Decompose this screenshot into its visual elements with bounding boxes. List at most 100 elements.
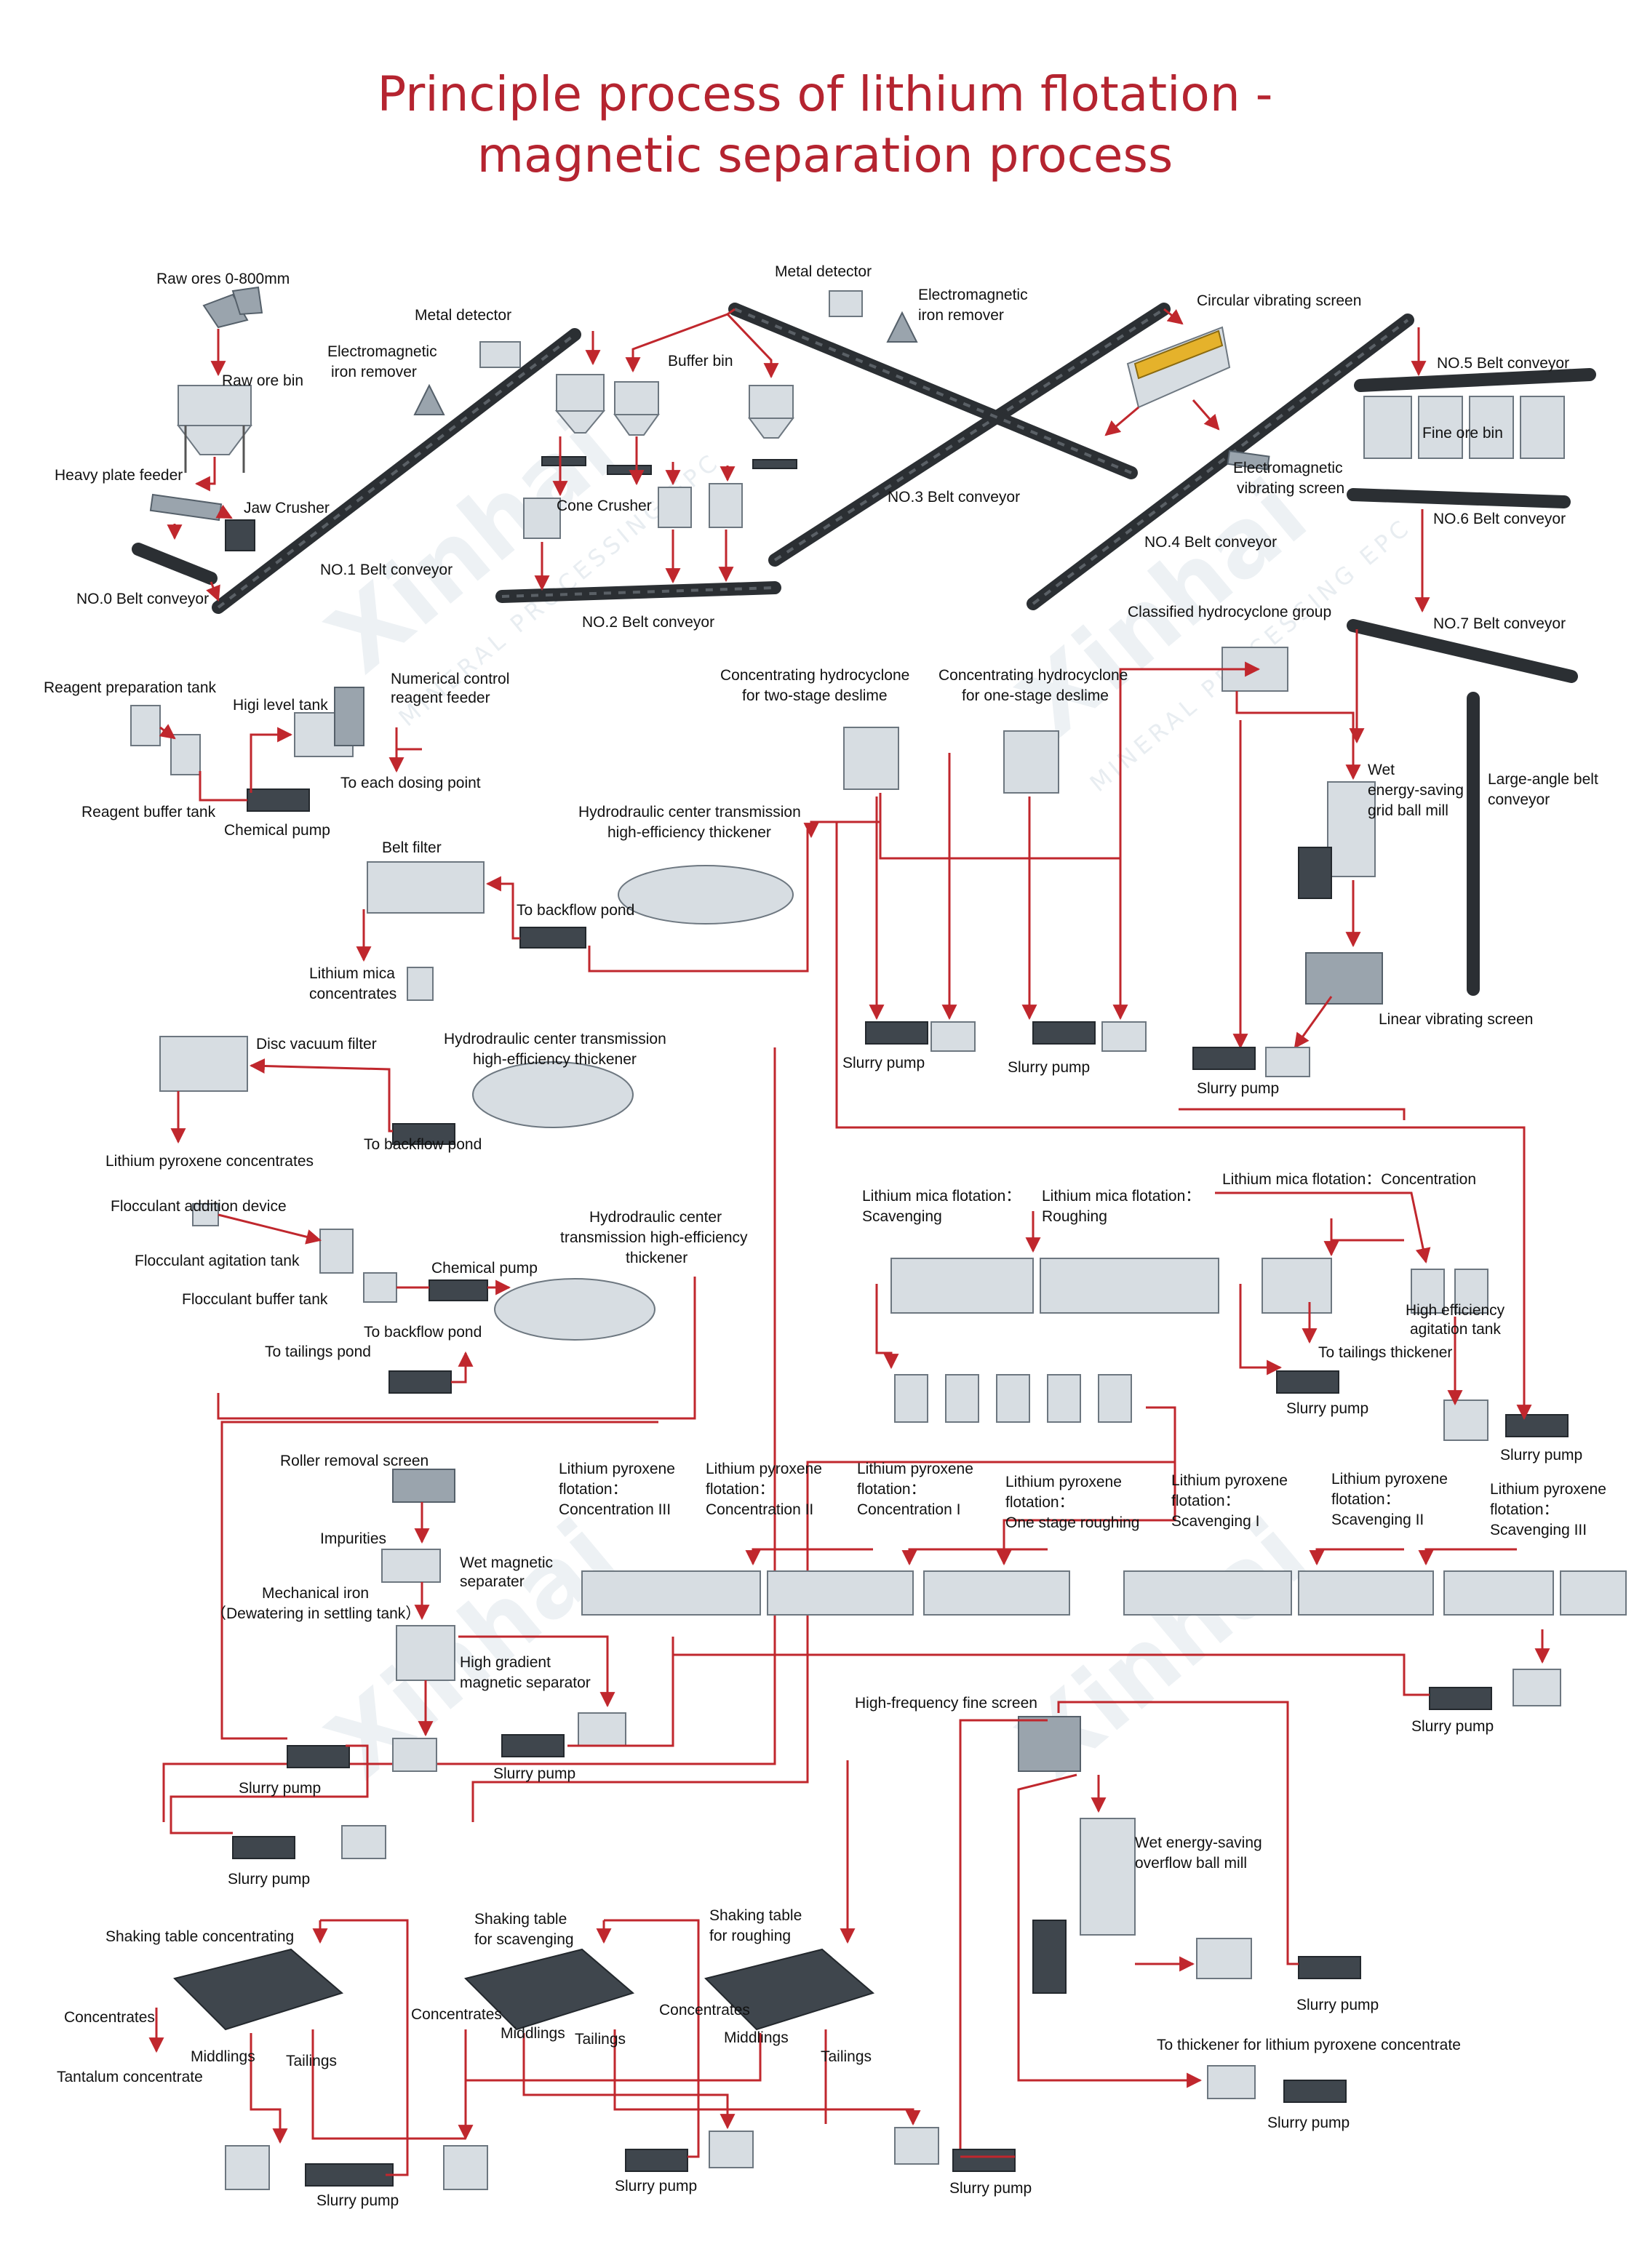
label-mech-iron-b: （Dewatering in settling tank）	[211, 1605, 421, 1622]
label-no0-belt: NO.0 Belt conveyor	[76, 591, 209, 607]
label-no6-belt: NO.6 Belt conveyor	[1433, 511, 1566, 527]
chemical-pump-2	[429, 1279, 488, 1301]
label-py-r-c: One stage roughing	[1005, 1514, 1139, 1531]
slurry-tank-8	[341, 1825, 386, 1859]
label-backflow-2: To backflow pond	[364, 1136, 482, 1153]
label-py-c3-c: Concentration III	[559, 1501, 671, 1518]
label-thickener-3c: thickener	[626, 1250, 688, 1266]
label-metal-detector-1: Metal detector	[415, 307, 511, 324]
slurry-tank-12a	[225, 2145, 270, 2190]
pyroxene-scavenging-3	[1560, 1570, 1627, 1616]
label-em-vib-screen-b: vibrating screen	[1237, 480, 1344, 497]
shaking-tables	[148, 1760, 1016, 2190]
mica-dewatering	[356, 820, 880, 1001]
slurry-tank-10	[1196, 1938, 1252, 1979]
label-slurry-pump-14: Slurry pump	[949, 2180, 1032, 2197]
slurry-tank-13	[709, 2131, 754, 2168]
label-li-pyroxene-conc: Lithium pyroxene concentrates	[105, 1153, 314, 1170]
shaking-table-scavenging	[464, 1948, 635, 2031]
wet-magnetic-separater	[381, 1549, 441, 1583]
slurry-pump-11-icon	[1283, 2080, 1347, 2103]
high-frequency-fine-screen	[1018, 1716, 1081, 1772]
feeder-3	[752, 459, 797, 469]
labels: Raw ores 0-800mm Raw ore bin Heavy plate…	[44, 263, 1606, 2209]
metal-detector-2	[829, 290, 863, 317]
label-chemical-pump-1: Chemical pump	[224, 822, 330, 839]
thickener-2	[472, 1061, 634, 1128]
label-st-rough-a: Shaking table	[709, 1907, 802, 1924]
label-cyclone-one-a: Concentrating hydrocyclone	[938, 667, 1128, 684]
label-cyclone-one-b: for one-stage deslime	[962, 687, 1109, 704]
label-concentrates-3: Concentrates	[659, 2002, 750, 2019]
label-buffer-bin: Buffer bin	[668, 353, 733, 370]
pyroxene-scavenging-2	[1443, 1570, 1554, 1616]
label-py-c3-b: flotation：	[559, 1481, 628, 1498]
magnetic-separation	[170, 1421, 674, 1859]
label-backflow-1: To backflow pond	[517, 902, 634, 919]
label-py-s1-a: Lithium pyroxene	[1171, 1472, 1288, 1489]
label-middlings-3: Middlings	[724, 2029, 789, 2046]
em-vibrating-screen	[1227, 450, 1270, 471]
label-metal-detector-2: Metal detector	[775, 263, 872, 280]
slurry-tank-2	[1101, 1021, 1147, 1052]
label-mica-rough-a: Lithium mica flotation：	[1042, 1188, 1200, 1205]
raw-ore-bin	[177, 385, 252, 473]
mica-conditioning-tanks	[894, 1374, 1132, 1423]
slurry-pump-13-icon	[625, 2149, 688, 2172]
label-em-remover-1b: iron remover	[331, 364, 417, 380]
cyclone-one-stage	[1003, 730, 1059, 794]
label-py-c1-c: Concentration I	[857, 1501, 960, 1518]
label-no1-belt: NO.1 Belt conveyor	[320, 562, 453, 578]
label-py-s2-b: flotation：	[1331, 1491, 1400, 1508]
label-overflow-mill-b: overflow ball mill	[1135, 1855, 1247, 1872]
linear-vibrating-screen	[1305, 952, 1383, 1005]
label-mica-scav-a: Lithium mica flotation：	[862, 1188, 1021, 1205]
label-tailings-1: Tailings	[286, 2053, 337, 2069]
slurry-tank-12b	[443, 2145, 488, 2190]
label-jaw-crusher: Jaw Crusher	[244, 500, 330, 516]
slurry-pump-8-icon	[232, 1836, 295, 1859]
high-gradient-magnetic-separator	[396, 1625, 455, 1681]
label-he-agit-b: agitation tank	[1410, 1321, 1501, 1338]
crushing-section	[132, 286, 1596, 744]
label-impurities: Impurities	[320, 1530, 386, 1547]
label-concentrates-1: Concentrates	[64, 2009, 155, 2026]
flocculant-agitation-tank	[319, 1229, 354, 1274]
label-thickener-1a: Hydrodraulic center transmission	[578, 804, 801, 820]
ball-mill-drive	[1298, 847, 1332, 899]
thickener-2-pump	[392, 1123, 455, 1145]
pyroxene-concentration-1	[923, 1570, 1070, 1616]
label-backflow-3: To backflow pond	[364, 1324, 482, 1341]
label-slurry-pump-3: Slurry pump	[1197, 1080, 1279, 1097]
label-heavy-plate-feeder: Heavy plate feeder	[55, 467, 183, 484]
slurry-tank-9	[1512, 1669, 1561, 1706]
cyclone-two-stage	[843, 727, 899, 790]
label-hg-mag-b: magnetic separator	[460, 1674, 591, 1691]
fine-ore-bins	[1363, 396, 1565, 459]
label-chemical-pump-2: Chemical pump	[431, 1260, 538, 1277]
label-slurry-pump-9: Slurry pump	[1411, 1718, 1494, 1735]
thickener-1-pump	[519, 927, 586, 949]
tailings-pump	[388, 1370, 452, 1394]
label-slurry-pump-4: Slurry pump	[1286, 1400, 1368, 1417]
label-no7-belt: NO.7 Belt conveyor	[1433, 615, 1566, 632]
thickener-1	[618, 865, 794, 925]
label-no2-belt: NO.2 Belt conveyor	[582, 614, 714, 631]
label-hg-mag-a: High gradient	[460, 1654, 551, 1671]
slurry-pump-5-icon	[1505, 1414, 1569, 1437]
label-slurry-pump-13: Slurry pump	[615, 2178, 697, 2195]
label-py-s3-c: Scavenging III	[1490, 1522, 1587, 1538]
label-py-s3-b: flotation：	[1490, 1501, 1559, 1518]
no6-belt-conveyor	[1347, 488, 1571, 508]
label-py-c2-b: flotation：	[706, 1481, 775, 1498]
chemical-pump-1	[247, 788, 310, 812]
label-tailings-pond: To tailings pond	[265, 1343, 371, 1360]
label-py-s2-c: Scavenging II	[1331, 1512, 1424, 1528]
label-cyclone-two-b: for two-stage deslime	[742, 687, 888, 704]
label-raw-ore-bin: Raw ore bin	[222, 372, 303, 389]
label-cyclone-two-a: Concentrating hydrocyclone	[720, 667, 909, 684]
label-no4-belt: NO.4 Belt conveyor	[1144, 534, 1277, 551]
pyroxene-one-stage-roughing	[1123, 1570, 1292, 1616]
slurry-pump-7-icon	[501, 1734, 565, 1757]
